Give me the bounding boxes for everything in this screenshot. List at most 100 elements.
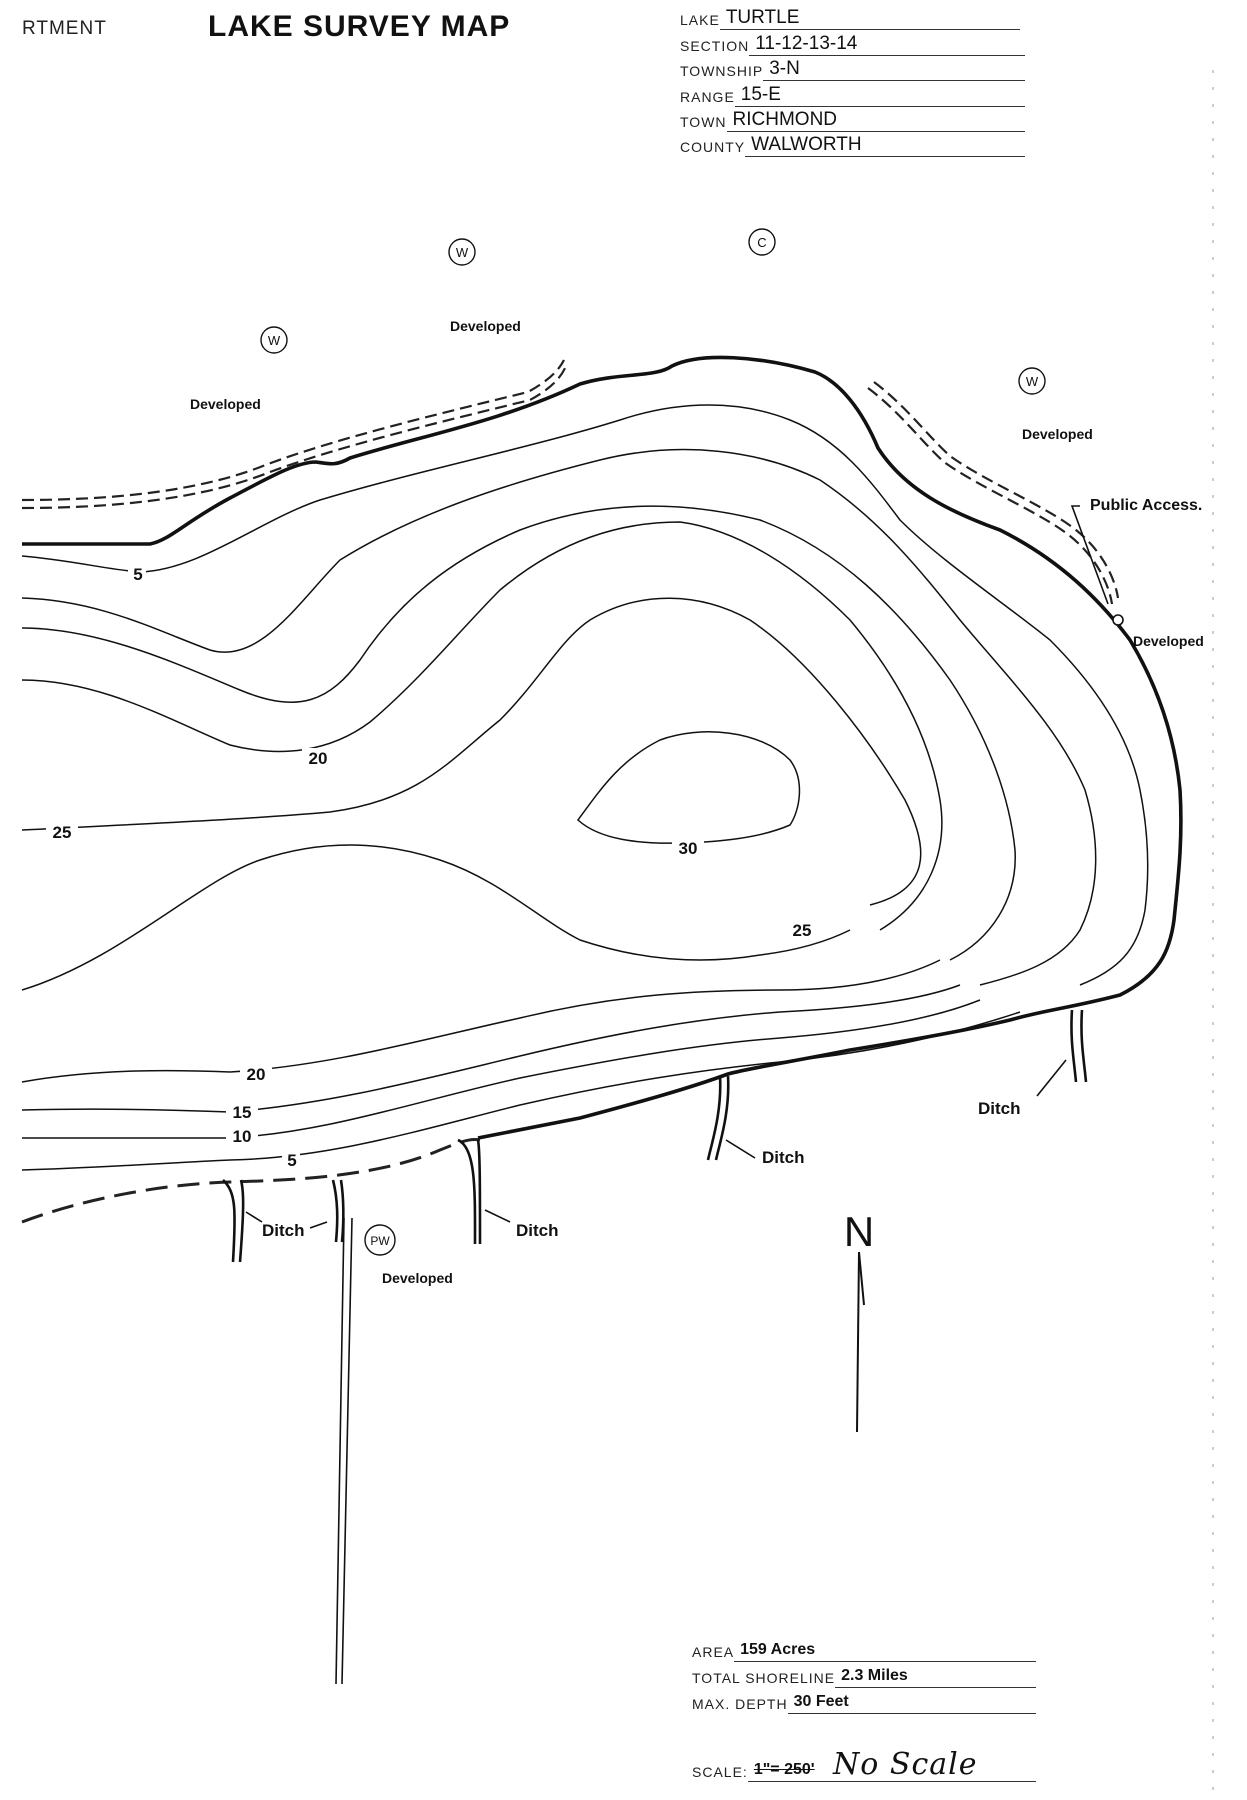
contour-label-text: 15 bbox=[233, 1103, 252, 1122]
max-depth-value: 30 Feet bbox=[787, 1691, 1036, 1714]
public-well-symbol-label: PW bbox=[370, 1234, 390, 1248]
developed-label: Developed bbox=[1022, 426, 1093, 442]
public-access-label: Public Access. bbox=[1090, 497, 1202, 514]
contour-label-backing bbox=[240, 1064, 272, 1084]
contour-label: 25 bbox=[786, 920, 818, 940]
contour-15-north bbox=[21, 505, 1016, 961]
contour-label-backing bbox=[46, 822, 78, 842]
road-south-west bbox=[21, 1138, 481, 1224]
section-field-label: SECTION bbox=[680, 38, 750, 54]
contour-20-south bbox=[21, 959, 941, 1083]
shoreline-label: TOTAL SHORELINE bbox=[692, 1670, 836, 1686]
contour-label: 10 bbox=[226, 1126, 258, 1146]
lake-field-label: LAKE bbox=[680, 12, 720, 28]
max-depth-field: MAX. DEPTH 30 Feet bbox=[692, 1688, 1036, 1714]
township-field-value: 3-N bbox=[763, 58, 1025, 81]
town-field-label: TOWN bbox=[680, 114, 727, 130]
scale-handwritten-value: No Scale bbox=[833, 1747, 978, 1782]
well-symbol-label: W bbox=[456, 245, 469, 260]
north-arrow-shaft bbox=[856, 1251, 860, 1433]
contour-10-north bbox=[21, 448, 1097, 986]
scale-value: 1"= 250' No Scale bbox=[747, 1750, 1036, 1782]
ditch-4 bbox=[706, 1075, 730, 1161]
ditch-leader-1 bbox=[245, 1211, 263, 1223]
contour-label-backing bbox=[226, 1102, 258, 1122]
township-field-label: TOWNSHIP bbox=[680, 63, 764, 79]
map-symbol: W bbox=[448, 238, 476, 266]
well-symbol-label: W bbox=[268, 333, 281, 348]
county-field: COUNTY WALWORTH bbox=[680, 131, 1025, 157]
contour-label-text: 5 bbox=[287, 1151, 296, 1170]
contour-30 bbox=[576, 731, 801, 844]
road-north-west bbox=[21, 365, 568, 510]
access-road-south bbox=[335, 1217, 353, 1685]
contour-label-text: 20 bbox=[247, 1065, 266, 1084]
area-value: 159 Acres bbox=[734, 1639, 1036, 1662]
developed-label: Developed bbox=[450, 318, 521, 334]
contour-label-text: 10 bbox=[233, 1127, 252, 1146]
contour-25-south bbox=[21, 844, 851, 991]
ditch-label: Ditch bbox=[762, 1148, 805, 1167]
county-field-label: COUNTY bbox=[680, 139, 746, 155]
map-symbol: PW bbox=[364, 1224, 396, 1256]
north-arrow-label: N bbox=[844, 1208, 874, 1255]
map-symbol: W bbox=[260, 326, 288, 354]
ditch-label: Ditch bbox=[516, 1221, 559, 1240]
town-field: TOWN RICHMOND bbox=[680, 106, 1025, 132]
range-field-label: RANGE bbox=[680, 89, 735, 105]
page-title: LAKE SURVEY MAP bbox=[208, 10, 511, 43]
contour-label: 5 bbox=[128, 564, 146, 584]
ditch-1 bbox=[222, 1179, 245, 1263]
developed-label: Developed bbox=[382, 1270, 453, 1286]
contour-label-text: 30 bbox=[679, 839, 698, 858]
north-arrow: N bbox=[844, 1208, 874, 1433]
town-field-value: RICHMOND bbox=[726, 109, 1025, 132]
lake-field: LAKE TURTLE bbox=[680, 4, 1020, 30]
contour-15-south bbox=[21, 984, 961, 1113]
roads bbox=[21, 359, 1120, 1224]
shoreline-field: TOTAL SHORELINE 2.3 Miles bbox=[692, 1662, 1036, 1688]
well-symbol-circle bbox=[1018, 367, 1046, 395]
map-symbol: C bbox=[748, 228, 776, 256]
section-field: SECTION 11-12-13-14 bbox=[680, 30, 1025, 56]
contour-label-backing bbox=[786, 920, 818, 940]
map-symbol: W bbox=[1018, 367, 1046, 395]
ditch-leader-3 bbox=[484, 1209, 511, 1223]
contour-25-main bbox=[21, 597, 922, 906]
contour-10-south bbox=[22, 999, 981, 1139]
township-field: TOWNSHIP 3-N bbox=[680, 55, 1025, 81]
section-field-value: 11-12-13-14 bbox=[749, 33, 1025, 56]
range-field: RANGE 15-E bbox=[680, 81, 1025, 107]
ditch-label: Ditch bbox=[978, 1099, 1021, 1118]
contour-20-north bbox=[21, 521, 943, 931]
range-field-value: 15-E bbox=[734, 84, 1025, 107]
ditch-label: Ditch bbox=[262, 1221, 305, 1240]
ditch-5 bbox=[1070, 1009, 1088, 1083]
ditches bbox=[222, 1009, 1088, 1685]
ditch-2 bbox=[331, 1179, 345, 1243]
contour-label-text: 25 bbox=[793, 921, 812, 940]
contour-5-north bbox=[21, 404, 1149, 986]
contour-label-text: 20 bbox=[309, 749, 328, 768]
lake-field-value: TURTLE bbox=[719, 7, 1020, 30]
scale-field: SCALE: 1"= 250' No Scale bbox=[692, 1742, 1036, 1782]
ditch-3 bbox=[457, 1138, 482, 1245]
well-symbol-label: W bbox=[1026, 374, 1039, 389]
contour-label-backing bbox=[282, 1150, 300, 1170]
public-access-marker bbox=[1112, 614, 1124, 626]
c-symbol-label: C bbox=[757, 235, 766, 250]
contour-label-text: 5 bbox=[133, 565, 142, 584]
area-label: AREA bbox=[692, 1644, 735, 1660]
max-depth-label: MAX. DEPTH bbox=[692, 1696, 788, 1712]
contour-label: 15 bbox=[226, 1102, 258, 1122]
scale-label: SCALE: bbox=[692, 1764, 748, 1780]
ditch-leader-5 bbox=[1036, 1059, 1067, 1097]
public-access-leader bbox=[1070, 505, 1109, 605]
developed-label: Developed bbox=[1133, 633, 1204, 649]
ditch-leader-4 bbox=[725, 1139, 756, 1159]
depth-contours bbox=[21, 404, 1149, 1171]
shoreline-value: 2.3 Miles bbox=[835, 1665, 1036, 1688]
contour-label-backing bbox=[128, 564, 146, 584]
contour-label-text: 25 bbox=[53, 823, 72, 842]
